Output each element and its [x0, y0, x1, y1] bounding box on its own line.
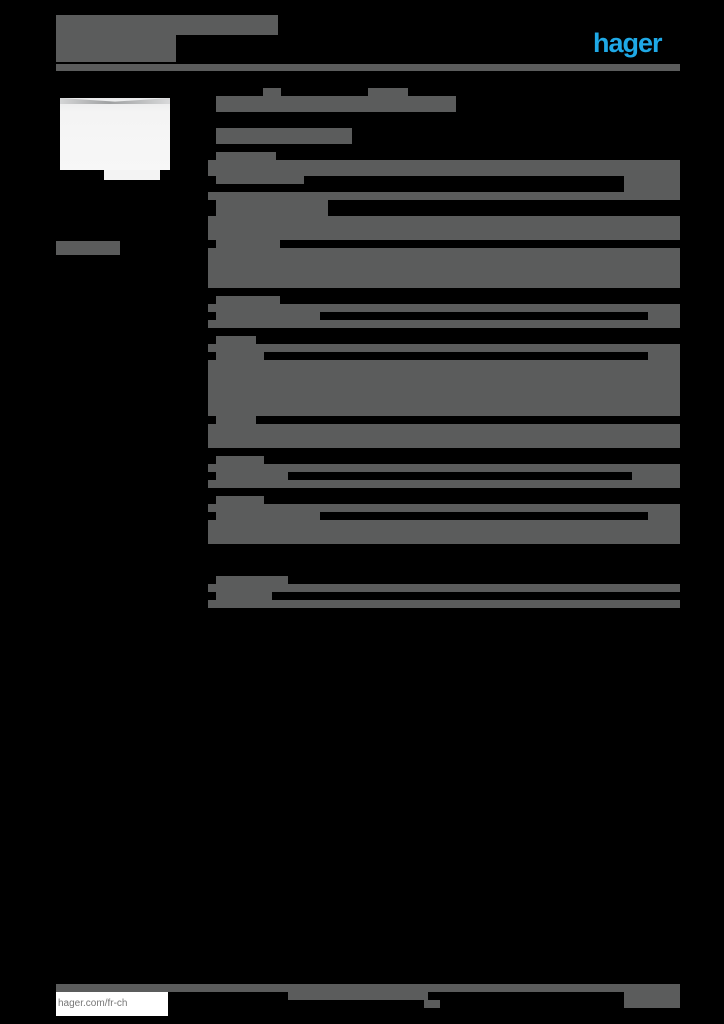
- product-title-accent-1: [263, 88, 281, 96]
- section-5-rows: [208, 360, 680, 416]
- section-7-heading: [216, 496, 264, 506]
- section-3-rows: [208, 248, 680, 288]
- section-4-rule: [208, 320, 680, 328]
- section-2-heading: [216, 200, 328, 216]
- product-subtitle: [216, 128, 352, 144]
- footer-page-number: [424, 1000, 440, 1008]
- section-5-sublabel: [216, 416, 256, 424]
- product-title: [216, 96, 456, 112]
- section-7-rows: [208, 520, 680, 544]
- section-6-value: [632, 472, 680, 480]
- header-title-line-1: [56, 15, 278, 35]
- section-5-row-last: [208, 424, 680, 448]
- section-1-value: [624, 176, 680, 192]
- section-7-row: [208, 504, 680, 512]
- section-2-row: [208, 216, 680, 240]
- section-6-label: [216, 472, 288, 480]
- header-title-line-2: [56, 35, 176, 62]
- section-5-heading: [216, 336, 256, 346]
- section-6-row: [208, 464, 680, 472]
- product-photo-body: [60, 98, 170, 170]
- section-1-row-label: [216, 176, 304, 184]
- section-6-heading: [216, 456, 264, 466]
- product-photo-foot: [104, 170, 160, 180]
- section-1-row: [208, 160, 680, 176]
- section-4-label: [216, 312, 320, 320]
- section-8-label: [216, 592, 272, 600]
- section-1-rule: [208, 192, 680, 200]
- footer-website-link[interactable]: hager.com/fr-ch: [56, 992, 168, 1016]
- section-5-row-1: [208, 344, 680, 352]
- section-6-rule: [208, 480, 680, 488]
- product-title-accent-2: [368, 88, 408, 96]
- section-5-label: [216, 352, 264, 360]
- section-1-heading: [216, 152, 276, 162]
- section-3-heading: [216, 240, 280, 248]
- section-4-value: [648, 312, 680, 320]
- footer-divider: [56, 984, 680, 992]
- section-7-label: [216, 512, 320, 520]
- footer-doc-code: [624, 992, 680, 1008]
- section-8-heading: [216, 576, 288, 586]
- section-4-heading: [216, 296, 280, 306]
- sidebar-label: [56, 241, 120, 255]
- section-4-row: [208, 304, 680, 312]
- section-8-row: [208, 584, 680, 592]
- section-8-rule: [208, 600, 680, 608]
- section-5-value: [648, 352, 680, 360]
- footer-center-text: [288, 992, 428, 1000]
- hager-logo: hager: [593, 28, 663, 58]
- header-divider: [56, 64, 680, 71]
- section-7-value: [648, 512, 680, 520]
